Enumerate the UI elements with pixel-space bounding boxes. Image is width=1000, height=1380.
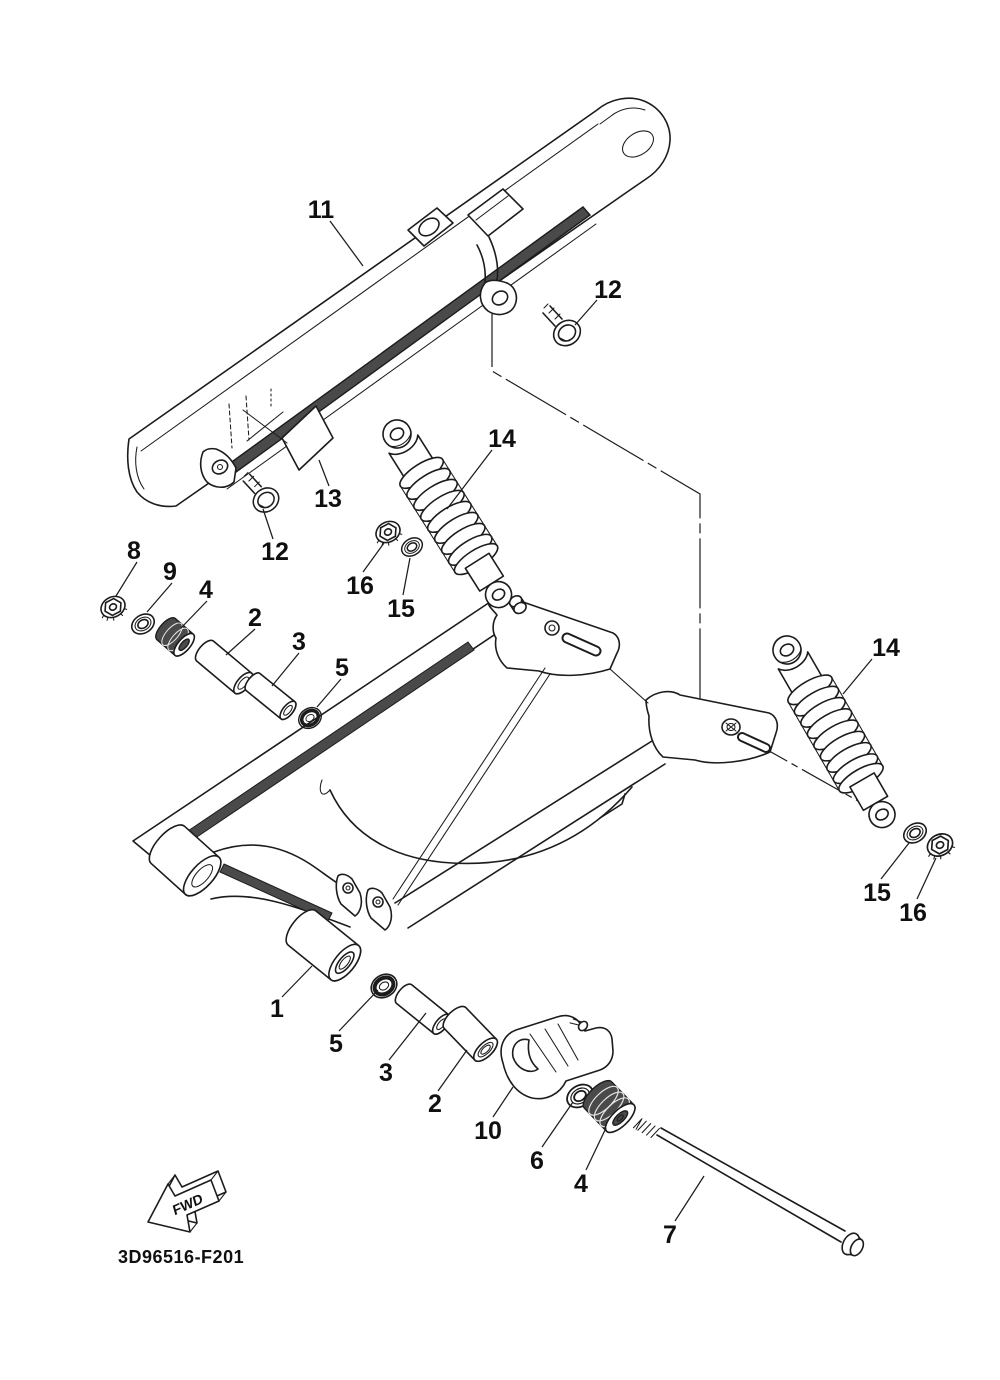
callout-16-left: 16: [346, 572, 374, 600]
callout-10: 10: [474, 1117, 502, 1145]
washer-15-left: [397, 533, 427, 561]
callout-12-rear: 12: [594, 276, 622, 304]
callout-labels: 11 12 12 13 14 14 16 15 8 9 4 2 3 5 1 5 …: [127, 196, 927, 1249]
callout-12-front: 12: [261, 538, 289, 566]
callout-13: 13: [314, 485, 342, 513]
pivot-hardware-row-lower: [364, 967, 865, 1257]
callout-11: 11: [308, 196, 335, 224]
callout-2-lower: 2: [428, 1090, 442, 1118]
callout-15-right: 15: [863, 879, 891, 907]
nut-16-right: [920, 828, 959, 865]
pivot-hardware-row-upper: [94, 591, 327, 735]
callout-16-right: 16: [899, 899, 927, 927]
callout-15-left: 15: [387, 595, 415, 623]
fwd-arrow: FWD: [147, 1170, 227, 1233]
callout-leader-lines: [115, 220, 937, 1222]
nut-16-left: [369, 516, 406, 551]
callout-2-upper: 2: [248, 604, 262, 632]
callout-8: 8: [127, 537, 141, 565]
pivot-sleeve-illustration: [285, 908, 362, 982]
callout-3-lower: 3: [379, 1059, 393, 1087]
callout-6: 6: [530, 1147, 544, 1175]
callout-4-upper: 4: [199, 576, 213, 604]
chain-tensioner-illustration: [500, 1014, 614, 1100]
callout-9: 9: [163, 558, 177, 586]
screw-12-rear: [542, 303, 587, 352]
drawing-code: 3D96516-F201: [118, 1247, 244, 1267]
callout-14-left: 14: [488, 425, 516, 453]
callout-14-right: 14: [872, 634, 900, 662]
pivot-shaft-illustration: [632, 1118, 865, 1257]
callout-5-upper: 5: [335, 654, 349, 682]
callout-4-lower: 4: [574, 1170, 588, 1198]
callout-7: 7: [663, 1221, 677, 1249]
label-sticker-illustration: [228, 388, 334, 471]
callout-5-lower: 5: [329, 1030, 343, 1058]
callout-1: 1: [270, 995, 284, 1023]
swingarm-illustration: [132, 595, 779, 931]
washer-15-right: [899, 818, 931, 848]
callout-3-upper: 3: [292, 628, 306, 656]
